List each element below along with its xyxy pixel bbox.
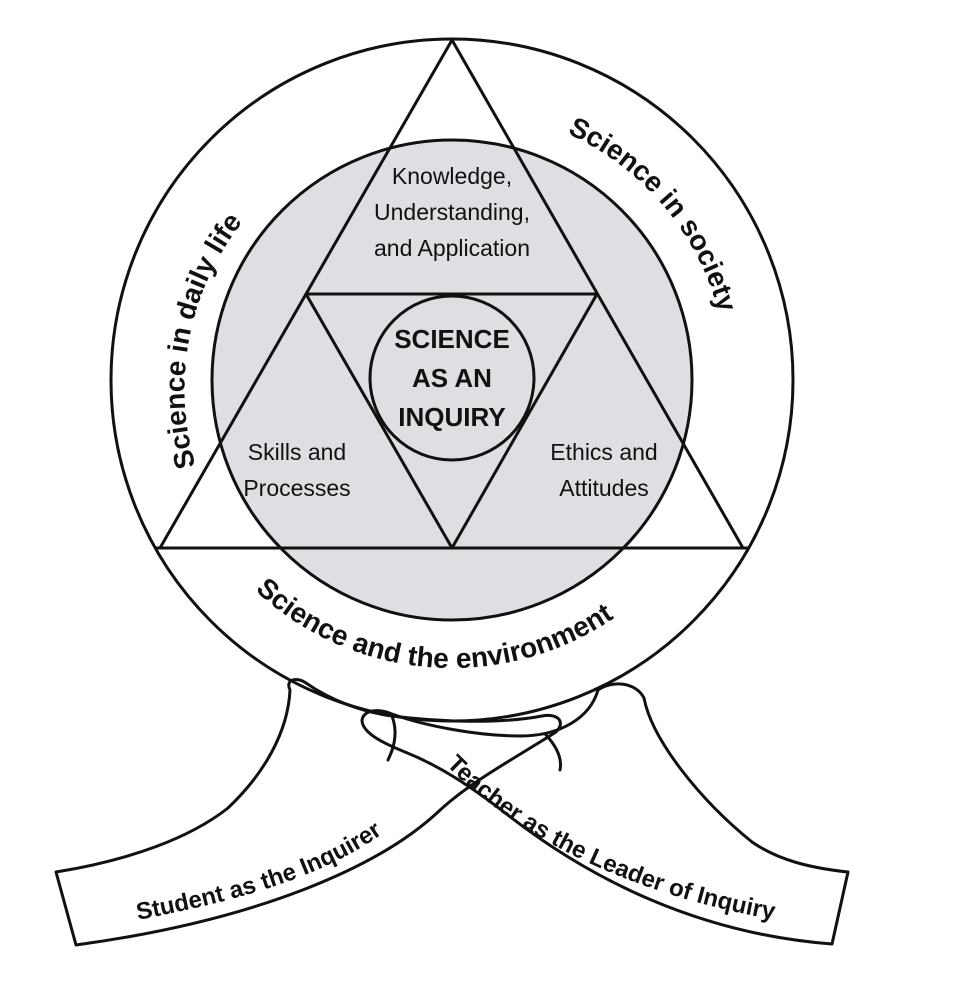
corner-right-line-1: Ethics and: [550, 439, 657, 465]
core-line-2: AS AN: [412, 363, 492, 393]
corner-top-line-2: Understanding,: [374, 199, 530, 225]
shaded-ring: [210, 138, 694, 622]
corner-left-line-1: Skills and: [248, 439, 346, 465]
hand-label-teacher-text: Teacher as the Leader of Inquiry: [442, 750, 778, 925]
teacher-knuckle: [544, 733, 562, 772]
teacher-hand: [360, 682, 850, 946]
student-knuckle: [386, 714, 397, 762]
corner-right-line-2: Attitudes: [559, 475, 649, 501]
core-circle: [368, 294, 536, 462]
corner-left-line-2: Processes: [243, 475, 350, 501]
core-line-1: SCIENCE: [394, 324, 510, 354]
corner-top-line-3: and Application: [374, 235, 530, 261]
core-line-3: INQUIRY: [398, 402, 505, 432]
hands-group: Student as the Inquirer Teacher as the L…: [54, 678, 850, 947]
hand-label-teacher: Teacher as the Leader of Inquiry: [442, 750, 778, 925]
inner-triangle: [304, 292, 599, 550]
corner-top-line-1: Knowledge,: [392, 163, 512, 189]
